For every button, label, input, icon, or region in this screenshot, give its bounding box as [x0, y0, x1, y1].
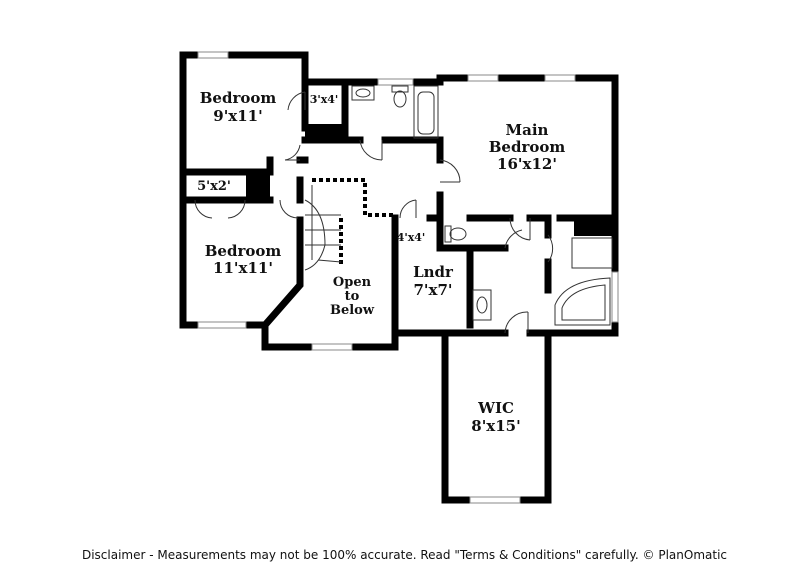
bathtub: [413, 85, 439, 139]
column-block: [574, 216, 615, 236]
sink-bowl: [355, 88, 371, 98]
column-block: [246, 172, 270, 200]
main-bedroom-name-line2: Bedroom: [489, 138, 566, 156]
window: [311, 343, 353, 351]
corner-tub: [554, 277, 611, 326]
open-below-line3: Below: [330, 303, 375, 318]
closet2-size: 5'x2': [197, 179, 231, 194]
window: [377, 78, 414, 86]
door-swing: [359, 139, 383, 161]
window: [544, 74, 576, 82]
main-bedroom-size: 16'x12': [497, 155, 557, 173]
wic-size: 8'x15': [471, 417, 520, 435]
door-swing: [439, 159, 461, 183]
toilet-tank: [444, 225, 452, 243]
door-swing: [287, 91, 306, 111]
bedroom2-name: Bedroom: [205, 242, 282, 260]
door-swing: [194, 199, 246, 219]
interior-wall: [260, 216, 304, 330]
toilet-bowl: [393, 90, 407, 108]
closet3-size: 4'x4': [397, 231, 426, 244]
laundry-size: 7'x7': [413, 281, 452, 299]
open-below-line1: Open: [333, 275, 372, 290]
toilet-tank: [391, 85, 409, 93]
window: [197, 321, 247, 329]
corner-tub-inner: [561, 284, 606, 321]
main-bedroom-name-line1: Main: [506, 121, 549, 139]
interior-wall: [526, 214, 552, 239]
window: [469, 496, 521, 504]
bedroom1-size: 9'x11': [213, 107, 262, 125]
sink: [351, 85, 375, 101]
door-swing: [284, 144, 301, 161]
laundry-name: Lndr: [413, 263, 454, 281]
open-below-line2: to: [345, 289, 360, 304]
disclaimer-text: Disclaimer - Measurements may not be 100…: [81, 548, 728, 562]
bedroom1-name: Bedroom: [200, 89, 277, 107]
door-swing: [547, 234, 554, 263]
bedroom2-size: 11'x11': [213, 259, 273, 277]
sink: [472, 289, 492, 321]
door-swing: [279, 199, 299, 219]
window: [197, 51, 229, 59]
wic-name: WIC: [477, 399, 514, 417]
shower: [571, 237, 613, 269]
sink-bowl: [476, 296, 488, 314]
chimney-block: [305, 124, 345, 142]
stairs: [304, 185, 342, 271]
window: [467, 74, 499, 82]
window: [611, 271, 619, 323]
interior-wall: [381, 136, 444, 164]
bathtub-inner: [417, 91, 435, 135]
door-swing: [504, 311, 529, 334]
toilet-bowl: [449, 227, 467, 241]
door-swing: [399, 199, 417, 219]
door-swing: [504, 229, 523, 249]
closet1-size: 3'x4': [310, 93, 339, 106]
stair-railing: [312, 178, 395, 217]
